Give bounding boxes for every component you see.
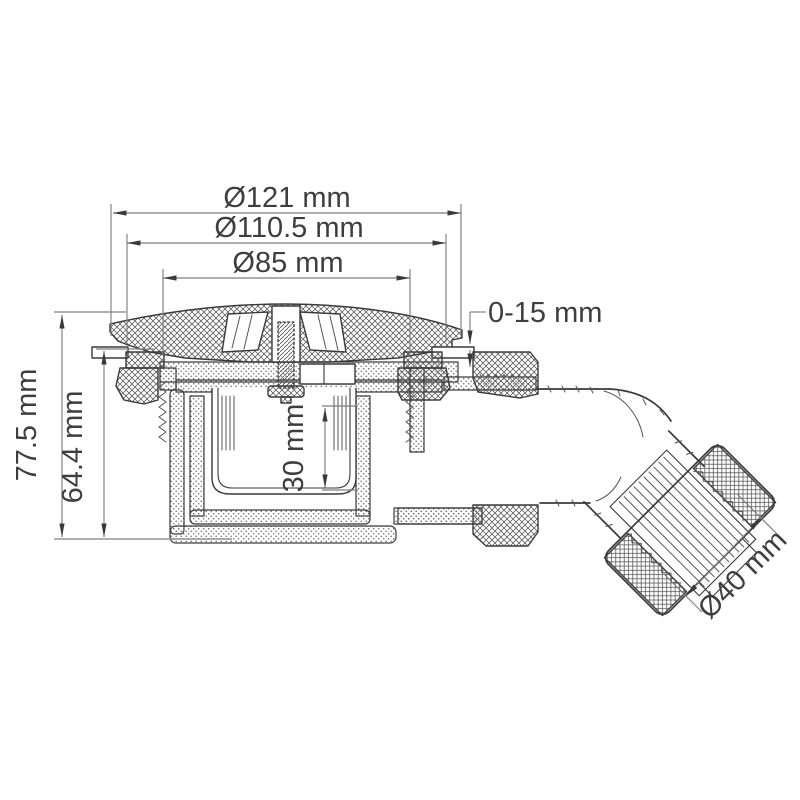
dim-total-height-label: 77.5 mm: [11, 369, 43, 482]
body-thread-left: [158, 381, 167, 443]
dim-trap-depth-label: 30 mm: [278, 404, 310, 493]
dim-grate-diameter-label: Ø85 mm: [232, 247, 343, 279]
right-arm: [409, 367, 425, 453]
dim-cover-diameter-label: Ø121 mm: [223, 182, 350, 214]
cup-bottom: [189, 509, 371, 525]
union-nut-bottom: [472, 504, 539, 547]
screw-washer: [267, 385, 305, 398]
outlet-union-nut: [472, 351, 539, 547]
dim-body-height-label: 64.4 mm: [57, 391, 89, 504]
body-thread-right: [405, 381, 414, 443]
end-nut-thread-bottom: [630, 533, 682, 584]
removable-trap-insert: [211, 387, 357, 495]
right-clamp-nut: [397, 351, 451, 453]
vent-louvers-left: [231, 314, 253, 350]
union-nut-top: [472, 351, 539, 399]
union-nut-threads: [479, 373, 521, 378]
insert-outer-wall: [211, 388, 357, 495]
flange-slot: [299, 363, 356, 385]
outer-bottom: [169, 525, 397, 544]
dim-tray-thickness-label: 0-15 mm: [488, 297, 602, 329]
vent-louvers-right: [317, 314, 339, 351]
dim-body-height: 64.4 mm: [57, 348, 154, 537]
screw-tip: [280, 396, 292, 404]
left-clamp-ring: [115, 367, 159, 405]
insert-inner-wall: [217, 387, 351, 489]
end-nut-thread-top: [693, 470, 744, 522]
outer-wall-left: [169, 389, 185, 535]
dim-cover-diameter: Ø121 mm: [110, 182, 462, 336]
central-screw: [267, 321, 305, 404]
dim-grate-diameter: Ø85 mm: [162, 247, 411, 356]
elbow-inner-socket-bottom: [595, 476, 622, 502]
insert-ribs: [221, 395, 347, 451]
dim-tray-thickness: 0-15 mm: [467, 297, 602, 367]
outer-right-plate: [393, 507, 483, 525]
drain-body: [91, 303, 777, 617]
screw-shaft: [277, 321, 295, 389]
end-nut-bottom: [603, 532, 688, 617]
dim-trap-depth: 30 mm: [278, 404, 358, 493]
left-clamp-bolt: [125, 351, 165, 369]
dim-total-height: 77.5 mm: [11, 311, 232, 540]
cup-wall-left: [189, 395, 205, 517]
outlet-pipe: [535, 385, 672, 507]
left-arm: [159, 367, 177, 391]
dim-flange-diameter: Ø110.5 mm: [126, 212, 447, 342]
cup-wall-right: [355, 395, 371, 517]
vent-slot-right: [299, 311, 347, 353]
pipe-segment-ticks: [547, 385, 665, 507]
dim-flange-diameter-label: Ø110.5 mm: [214, 212, 363, 244]
left-clamp-nut: [115, 351, 177, 443]
angled-pipe-ticks: [594, 440, 694, 527]
elbow-inner-socket-top: [603, 390, 644, 438]
